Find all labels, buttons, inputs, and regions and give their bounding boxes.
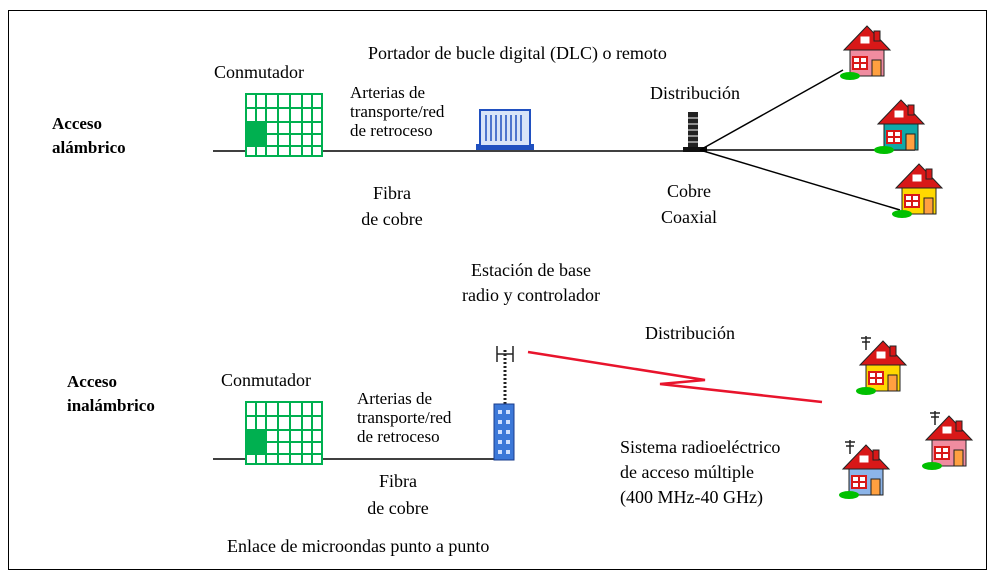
copper-coax-label: Cobre Coaxial (661, 181, 717, 227)
wireless-section-label: Acceso inalámbrico (67, 372, 155, 415)
wired-trunks-label: Arterias de transporte/red de retroceso (350, 83, 445, 140)
drop-line-3 (699, 149, 901, 211)
dlc-label: Portador de bucle digital (DLC) o remoto (368, 43, 667, 63)
wireless-trunks-label: Arterias de transporte/red de retroceso (357, 389, 452, 446)
base-station-label: Estación de base radio y controlador (462, 260, 600, 305)
drop-line-1 (699, 69, 844, 151)
house-icon-wireless-blue (838, 444, 890, 500)
house-icon-wireless-yellow (855, 340, 907, 396)
house-icon-teal (873, 99, 925, 155)
dlc-remote-icon (476, 109, 534, 150)
wired-distribution-label: Distribución (650, 83, 740, 103)
wired-switch-icon (245, 93, 323, 157)
wireless-switch-icon (245, 401, 323, 465)
house-icon-pink (839, 25, 891, 81)
antenna-icon-3 (844, 439, 856, 455)
antenna-icon-1 (860, 335, 872, 351)
radio-system-label: Sistema radioeléctrico de acceso múltipl… (620, 437, 781, 507)
microwave-link-label: Enlace de microondas punto a punto (227, 536, 490, 556)
wireless-switch-label: Conmutador (221, 370, 311, 390)
wireless-fiber-label: Fibra de cobre (367, 471, 429, 518)
distribution-box-icon (683, 112, 707, 152)
wired-switch-label: Conmutador (214, 62, 304, 82)
wired-fiber-label: Fibra de cobre (361, 183, 423, 229)
house-icon-wireless-pink (921, 415, 973, 471)
wired-section-label: Acceso alámbrico (52, 114, 126, 157)
radio-link-icon (527, 350, 823, 404)
base-station-tower-icon (493, 346, 515, 461)
wireless-distribution-label: Distribución (645, 323, 735, 343)
antenna-icon-2 (929, 410, 941, 426)
